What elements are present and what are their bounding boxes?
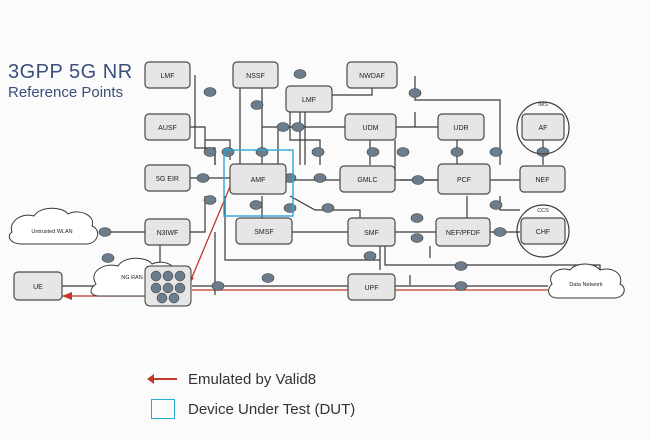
node-pcf: PCF [437, 163, 491, 195]
node-udm-label: UDM [363, 125, 379, 132]
node-udm: UDM [344, 113, 397, 141]
background-guides [0, 47, 650, 331]
node-5g-eir-label: 5G EIR [156, 176, 179, 183]
node-nssf-label: NSSF [246, 73, 265, 80]
node-chf: CHF [520, 217, 566, 245]
node-smf-label: SMF [364, 230, 379, 237]
node-amf-label: AMF [251, 177, 266, 184]
node-lmf-center: LMF [285, 85, 333, 113]
cloud-ng-ran-label: NG RAN [121, 275, 142, 281]
node-pcf-label: PCF [457, 177, 471, 184]
node-nef-label: NEF [536, 177, 550, 184]
node-nwdaf: NWDAF [346, 61, 398, 89]
legend: Emulated by Valid8 Device Under Test (DU… [147, 366, 355, 426]
node-smsf-label: SMSF [254, 229, 273, 236]
node-gmlc: GMLC [339, 165, 396, 193]
node-upf: UPF [347, 273, 396, 301]
node-n3iwf: N3IWF [144, 218, 191, 246]
node-nef: NEF [519, 165, 566, 193]
node-n3iwf-label: N3IWF [157, 230, 179, 237]
ccs-group: CCS [516, 204, 570, 258]
node-upf-label: UPF [365, 285, 379, 292]
legend-item-emulated: Emulated by Valid8 [147, 366, 355, 392]
cloud-untrusted-wlan: Untrusted WLAN [8, 207, 99, 245]
red-arrow-icon [147, 374, 178, 384]
node-chf-label: CHF [536, 229, 550, 236]
node-udr: UDR [437, 113, 485, 141]
node-ue: UE [13, 271, 63, 301]
node-nef-pfdf-label: NEF/PFDF [446, 230, 480, 237]
legend-dut-label: Device Under Test (DUT) [188, 400, 356, 418]
ims-label: IMS [538, 102, 548, 108]
node-5g-eir: 5G EIR [144, 164, 191, 192]
dut-highlight-box [223, 149, 294, 217]
node-lmf-left: LMF [144, 61, 191, 89]
legend-emulated-label: Emulated by Valid8 [188, 370, 317, 388]
node-nssf: NSSF [232, 61, 279, 89]
blue-square-icon [148, 399, 178, 419]
node-nwdaf-label: NWDAF [359, 73, 385, 80]
cloud-data-network-label: Data Network [569, 282, 603, 288]
node-af: AF [521, 113, 565, 141]
ims-group: IMS [516, 101, 570, 155]
title-line-1: 3GPP 5G NR [8, 61, 133, 83]
legend-item-dut: Device Under Test (DUT) [148, 396, 355, 422]
cloud-data-network: Data Network [548, 263, 625, 299]
node-smf: SMF [347, 217, 396, 247]
interface-dots [98, 69, 550, 291]
node-gmlc-label: GMLC [357, 177, 377, 184]
node-ue-label: UE [33, 284, 43, 291]
node-ausf-label: AUSF [158, 125, 177, 132]
node-af-label: AF [539, 125, 548, 132]
node-smsf: SMSF [235, 217, 293, 245]
cloud-untrusted-wlan-label: Untrusted WLAN [31, 229, 72, 235]
node-lmf-center-label: LMF [302, 97, 316, 104]
node-nef-pfdf: NEF/PFDF [435, 217, 491, 247]
title-line-2: Reference Points [8, 84, 124, 101]
node-ausf: AUSF [144, 113, 191, 141]
diagram-title: 3GPP 5G NR Reference Points [8, 62, 133, 100]
node-udr-label: UDR [453, 125, 468, 132]
ccs-label: CCS [537, 208, 549, 214]
ue-arrowhead [62, 292, 72, 300]
node-lmf-left-label: LMF [161, 73, 175, 80]
node-amf: AMF [229, 163, 287, 195]
gnb-cluster [144, 265, 192, 307]
